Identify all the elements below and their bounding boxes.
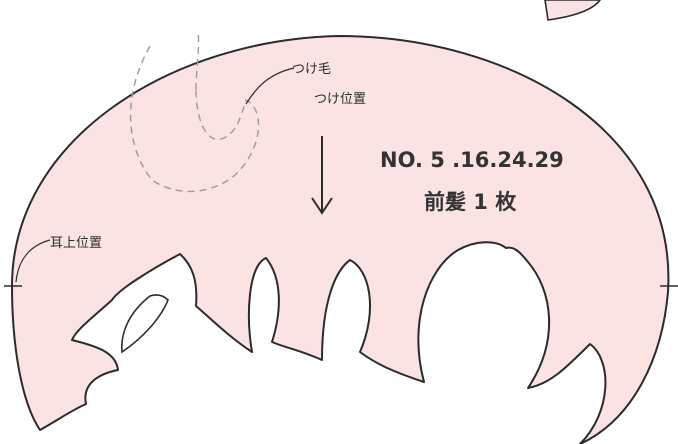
pattern-numbers: NO. 5 .16.24.29 (380, 148, 564, 172)
ear-leader-line (15, 239, 51, 283)
cutout-left (121, 294, 169, 354)
extension-outline (129, 45, 260, 193)
direction-arrow-head (311, 197, 333, 215)
extension-label: つけ毛 (292, 62, 332, 77)
extension-outline-top (195, 29, 200, 91)
pattern-name: 前髪 1 枚 (424, 190, 517, 214)
bangs-piece (11, 35, 670, 444)
ear-position-label: 耳上位置 (50, 236, 103, 251)
extension-position-label: つけ位置 (314, 92, 367, 107)
corner-piece (544, 0, 601, 21)
extension-leader-line (245, 67, 295, 105)
